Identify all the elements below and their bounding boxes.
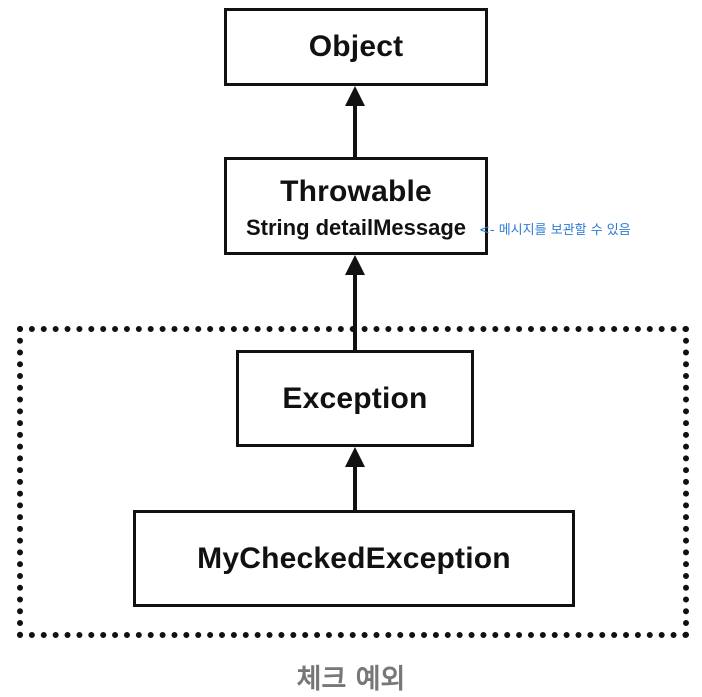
exception-class-title: Exception [282, 381, 428, 415]
exception-class-box: Exception [236, 350, 474, 447]
throwable-class-box: Throwable String detailMessage [224, 157, 488, 255]
object-class-box: Object [224, 8, 488, 86]
arrow-exception-to-throwable [345, 255, 365, 350]
checked-exception-group-label: 체크 예외 [296, 664, 406, 695]
object-class-title: Object [308, 30, 404, 63]
mychecked-exception-class-title: MyCheckedException [197, 541, 511, 575]
arrow-mychecked-to-exception [345, 447, 365, 510]
throwable-field: String detailMessage [245, 215, 467, 240]
throwable-class-title: Throwable [280, 175, 432, 208]
mychecked-exception-class-box: MyCheckedException [133, 510, 575, 607]
detail-message-note: <- 메시지를 보관할 수 있음 [479, 223, 631, 238]
arrow-throwable-to-object [345, 86, 365, 157]
